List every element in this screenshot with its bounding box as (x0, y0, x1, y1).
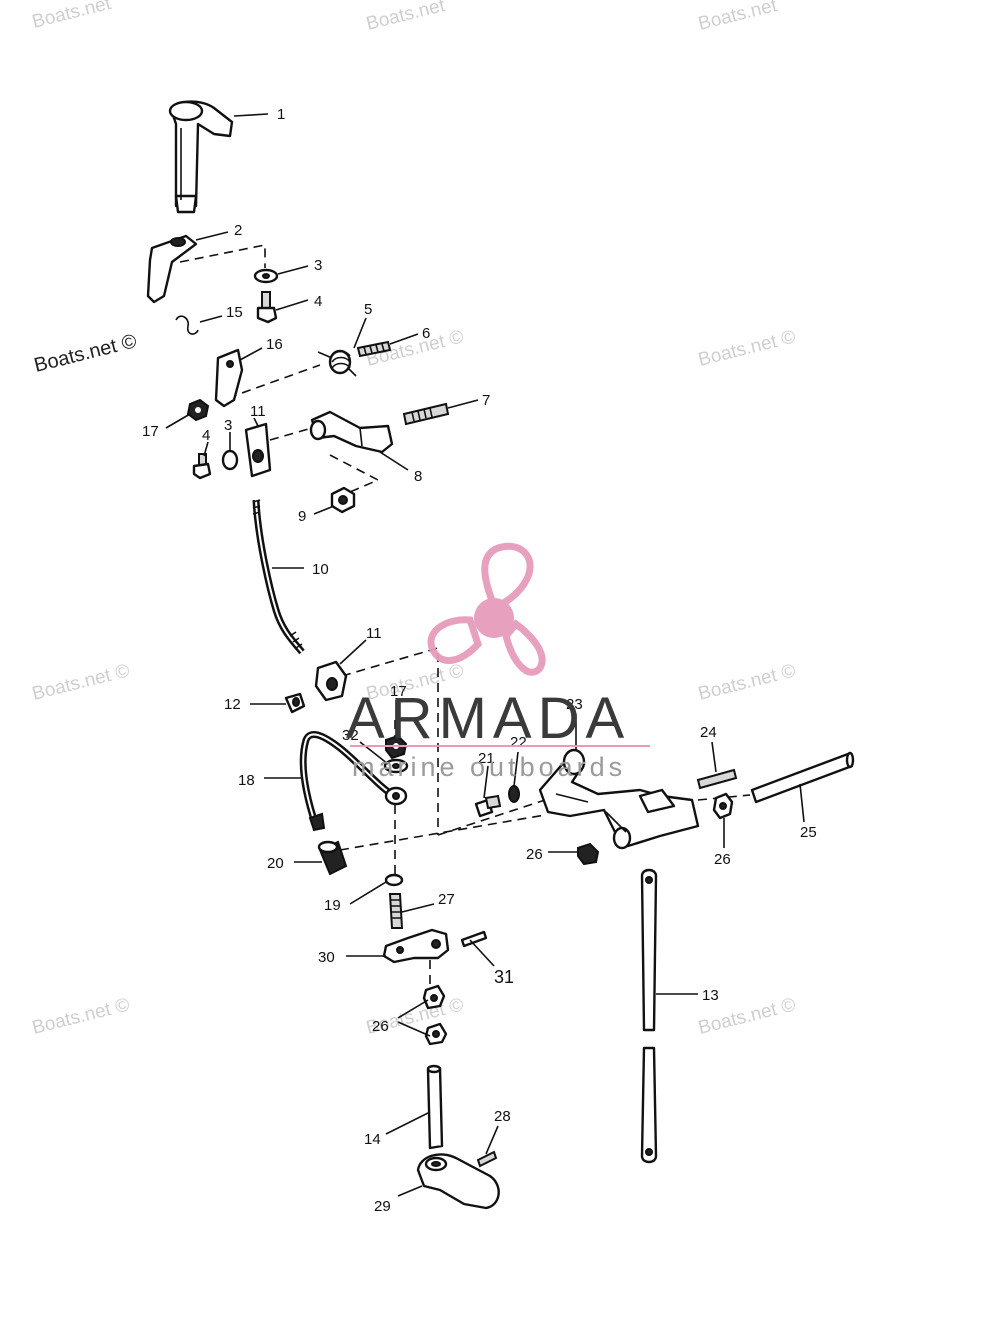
callout-28: 28 (494, 1108, 511, 1125)
part-17-nut (186, 398, 210, 422)
callout-27: 27 (438, 891, 455, 908)
callout-17: 17 (142, 423, 159, 440)
part-26-nut-lower-a (422, 984, 446, 1010)
watermark-text-dark: Boats.net © (32, 330, 139, 377)
callout-3: 3 (314, 257, 322, 274)
callout-11: 11 (250, 403, 266, 420)
watermark-text: Boats.net (364, 0, 448, 35)
callout-14: 14 (364, 1131, 381, 1148)
part-25-shaft (750, 751, 855, 804)
part-26-nut-lower-b (424, 1022, 448, 1046)
callout-2: 2 (234, 222, 242, 239)
part-12-screw (284, 692, 306, 714)
part-26-nut-left (577, 842, 600, 866)
part-3-washer-left (221, 449, 239, 471)
part-1-shift-shaft (168, 100, 234, 214)
part-3-washer (253, 268, 279, 284)
part-27-stud (388, 893, 404, 929)
callout-9: 9 (298, 508, 306, 525)
callout-7: 7 (482, 392, 490, 409)
callout-12: 12 (224, 696, 241, 713)
callout-6: 6 (422, 325, 430, 342)
part-28-pin (476, 1150, 498, 1168)
callout-23: 23 (566, 696, 583, 713)
callout-17: 17 (390, 683, 407, 700)
watermark-layer: Boats.net Boats.net Boats.net Boats.net … (30, 0, 798, 1039)
callout-4: 4 (314, 293, 322, 310)
logo-tagline: marine outboards (352, 752, 626, 782)
part-31-pin (460, 930, 488, 948)
part-24-pin (696, 768, 738, 790)
part-29-handle (416, 1153, 500, 1210)
part-6-screw (356, 340, 392, 358)
part-32-washer (383, 758, 409, 774)
callout-1: 1 (277, 106, 285, 123)
callout-8: 8 (414, 468, 422, 485)
part-15-clip (175, 315, 199, 335)
watermark-text: Boats.net © (696, 660, 798, 704)
part-16-bracket (214, 348, 244, 408)
callout-5: 5 (364, 301, 372, 318)
callout-29: 29 (374, 1198, 391, 1215)
part-4-screw (256, 291, 278, 324)
watermark-text: Boats.net © (30, 660, 132, 704)
watermark-text: Boats.net (696, 0, 780, 35)
watermark-text: Boats.net © (30, 994, 132, 1038)
part-7-pin (402, 402, 450, 426)
part-19-washer (384, 873, 404, 887)
leader-lines (165, 113, 805, 1197)
part-30-lever (382, 928, 450, 964)
part-4-screw-left (192, 453, 212, 480)
callout-31: 31 (494, 967, 514, 987)
watermark-text: Boats.net © (696, 326, 798, 370)
callout-24: 24 (700, 724, 717, 741)
part-8-lever (309, 410, 394, 454)
part-21-screw (474, 794, 502, 818)
part-9-nut (330, 486, 356, 514)
callout-26: 26 (714, 851, 731, 868)
assembly-guide-lines (179, 244, 751, 990)
callout-4: 4 (202, 427, 210, 444)
part-13-long-rod (640, 868, 658, 1164)
part-2-shift-lever (146, 234, 198, 304)
callout-15: 15 (226, 304, 243, 321)
propeller-icon (427, 542, 546, 676)
part-22-spring (508, 785, 520, 803)
callout-30: 30 (318, 949, 335, 966)
part-10-link-rod (252, 499, 305, 655)
callout-21: 21 (478, 750, 495, 767)
callout-16: 16 (266, 336, 283, 353)
callout-13: 13 (702, 987, 719, 1004)
part-5-spring (317, 349, 357, 377)
part-18-bent-rod (299, 730, 408, 832)
part-11-lower-link-joint (314, 660, 348, 702)
callout-26: 26 (372, 1018, 389, 1035)
part-11-upper-link-joint (244, 422, 272, 478)
callout-26: 26 (526, 846, 543, 863)
watermark-text: Boats.net (30, 0, 114, 33)
callout-10: 10 (312, 561, 329, 578)
callout-labels: 1 2 3 4 5 6 7 8 9 10 11 11 12 13 14 15 1… (142, 106, 817, 1215)
callout-11: 11 (366, 625, 382, 642)
callout-20: 20 (267, 855, 284, 872)
callout-19: 19 (324, 897, 341, 914)
logo-wordmark: ARMADA (346, 686, 630, 751)
part-26-nut-right (712, 792, 734, 820)
part-14-pin (426, 1064, 444, 1150)
callout-25: 25 (800, 824, 817, 841)
part-20-roller (317, 840, 348, 876)
callout-18: 18 (238, 772, 255, 789)
part-23-bracket-assembly (538, 748, 700, 850)
callout-3: 3 (224, 417, 232, 434)
callout-32: 32 (342, 727, 359, 744)
armada-logo: ARMADA marine outboards (346, 542, 650, 782)
